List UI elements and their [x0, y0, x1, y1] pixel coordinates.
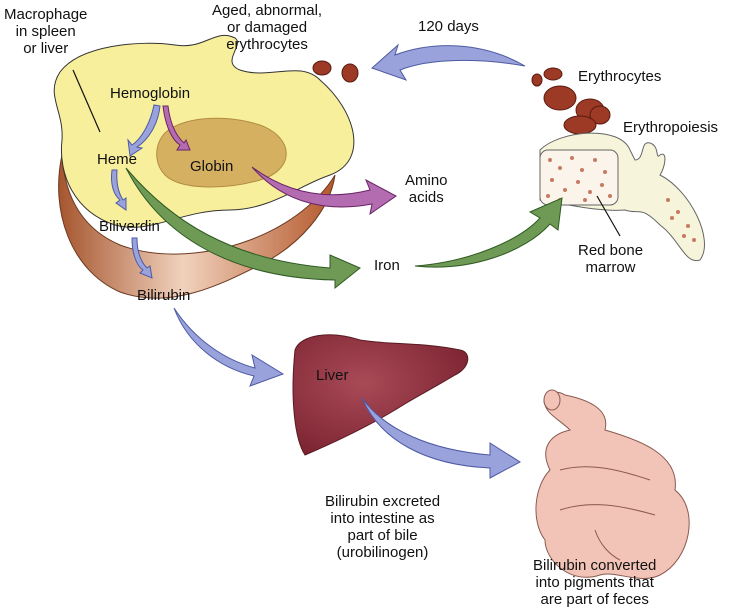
macrophage-pointer [72, 69, 101, 133]
aged-erythrocytes-label: Aged, abnormal, or damaged erythrocytes [212, 2, 323, 53]
erythrocyte [531, 73, 543, 87]
converted-label: Bilirubin converted into pigments that a… [533, 557, 657, 608]
arrow-heme-to-iron [125, 167, 361, 290]
excreted-label: Bilirubin excreted into intestine as par… [325, 493, 441, 561]
erythrocytes-label: Erythrocytes [578, 68, 662, 85]
arrow-globin-to-amino-acids [251, 166, 397, 216]
aged-erythrocyte [312, 60, 332, 76]
bilirubin-label: Bilirubin [137, 287, 191, 304]
macrophage-label: Macrophage in spleen or liver [4, 6, 88, 57]
erythropoiesis-label: Erythropoiesis [623, 119, 719, 136]
biliverdin-label: Biliverdin [99, 218, 160, 235]
red-bone-marrow-region [539, 149, 619, 206]
erythrocyte [543, 85, 577, 111]
liver-organ [292, 334, 469, 456]
iron-label: Iron [374, 257, 400, 274]
hemoglobin-label: Hemoglobin [110, 85, 191, 102]
arrow-biliverdin-to-bilirubin [131, 237, 153, 279]
arrow-heme-to-biliverdin [111, 169, 127, 211]
arrow-hemoglobin-to-heme [127, 104, 161, 157]
arrow-bilirubin-to-liver [173, 307, 285, 387]
erythrocyte [563, 115, 597, 135]
globin-label: Globin [190, 158, 234, 175]
arrow-iron-to-marrow [414, 197, 563, 268]
days-label: 120 days [418, 18, 479, 35]
erythrocyte [543, 67, 563, 81]
arrow-liver-to-intestine [361, 397, 521, 479]
red-bone-marrow-label: Red bone marrow [578, 242, 644, 276]
aged-erythrocyte [341, 63, 359, 83]
erythrocyte [589, 105, 611, 125]
liver-label: Liver [316, 367, 349, 384]
marrow-pointer [596, 195, 621, 237]
macrophage-membrane-band [58, 154, 336, 299]
heme-label: Heme [97, 151, 138, 168]
arrow-120-days [371, 43, 526, 81]
amino-acids-label: Amino acids [405, 172, 448, 206]
intestine-organ [535, 389, 690, 579]
arrow-hemoglobin-to-globin [162, 105, 191, 151]
